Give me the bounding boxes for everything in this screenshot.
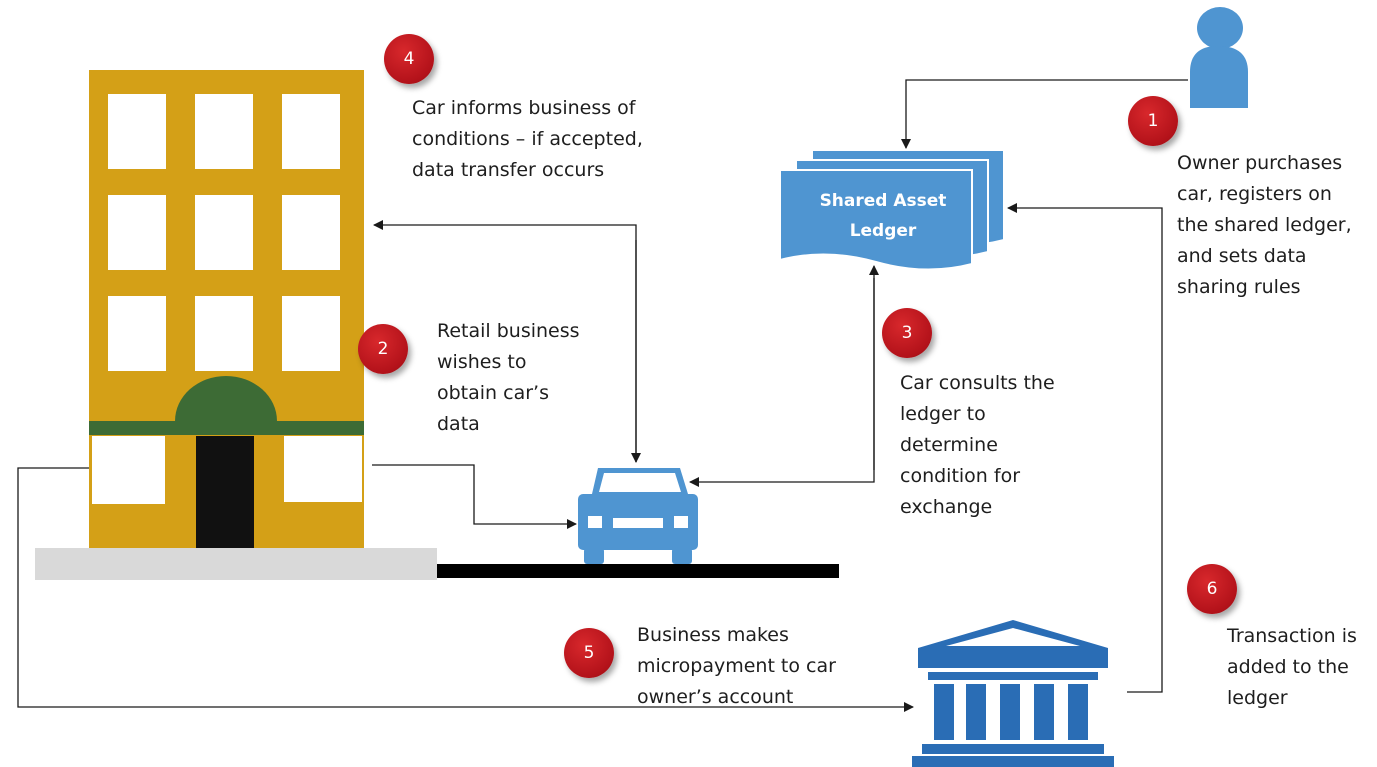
bank-icon [912,620,1114,767]
arrow-business-to-bank [17,467,914,712]
building-icon [89,70,364,548]
step-badge-6: 6 [1187,564,1237,614]
person-icon [1190,7,1248,108]
road [437,564,839,578]
sidewalk [35,548,437,580]
step-badge-4: 4 [384,34,434,84]
step-badge-1: 1 [1128,96,1178,146]
step-5-text: Business makes micropayment to car owner… [637,624,836,708]
step-2-text: Retail business wishes to obtain car’s d… [437,320,580,435]
ledger-stack-icon [779,149,1005,271]
arrow-owner-to-ledger [901,79,1188,149]
step-4-text: Car informs business of conditions – if … [412,97,643,181]
connectors [17,79,1188,712]
step-badge-5: 5 [564,628,614,678]
step-6-text: Transaction is added to the ledger [1227,625,1357,709]
arrow-store-to-car [372,464,577,529]
step-3-text: Car consults the ledger to determine con… [900,372,1055,518]
arrow-bank-to-ledger [1007,203,1163,693]
arrow-car-ledger [689,278,875,487]
ledger-label: Shared Asset Ledger [819,191,947,241]
step-1-text: Owner purchases car, registers on the sh… [1177,152,1352,298]
step-badge-2: 2 [358,324,408,374]
step-badge-3: 3 [882,308,932,358]
car-icon [578,468,698,564]
